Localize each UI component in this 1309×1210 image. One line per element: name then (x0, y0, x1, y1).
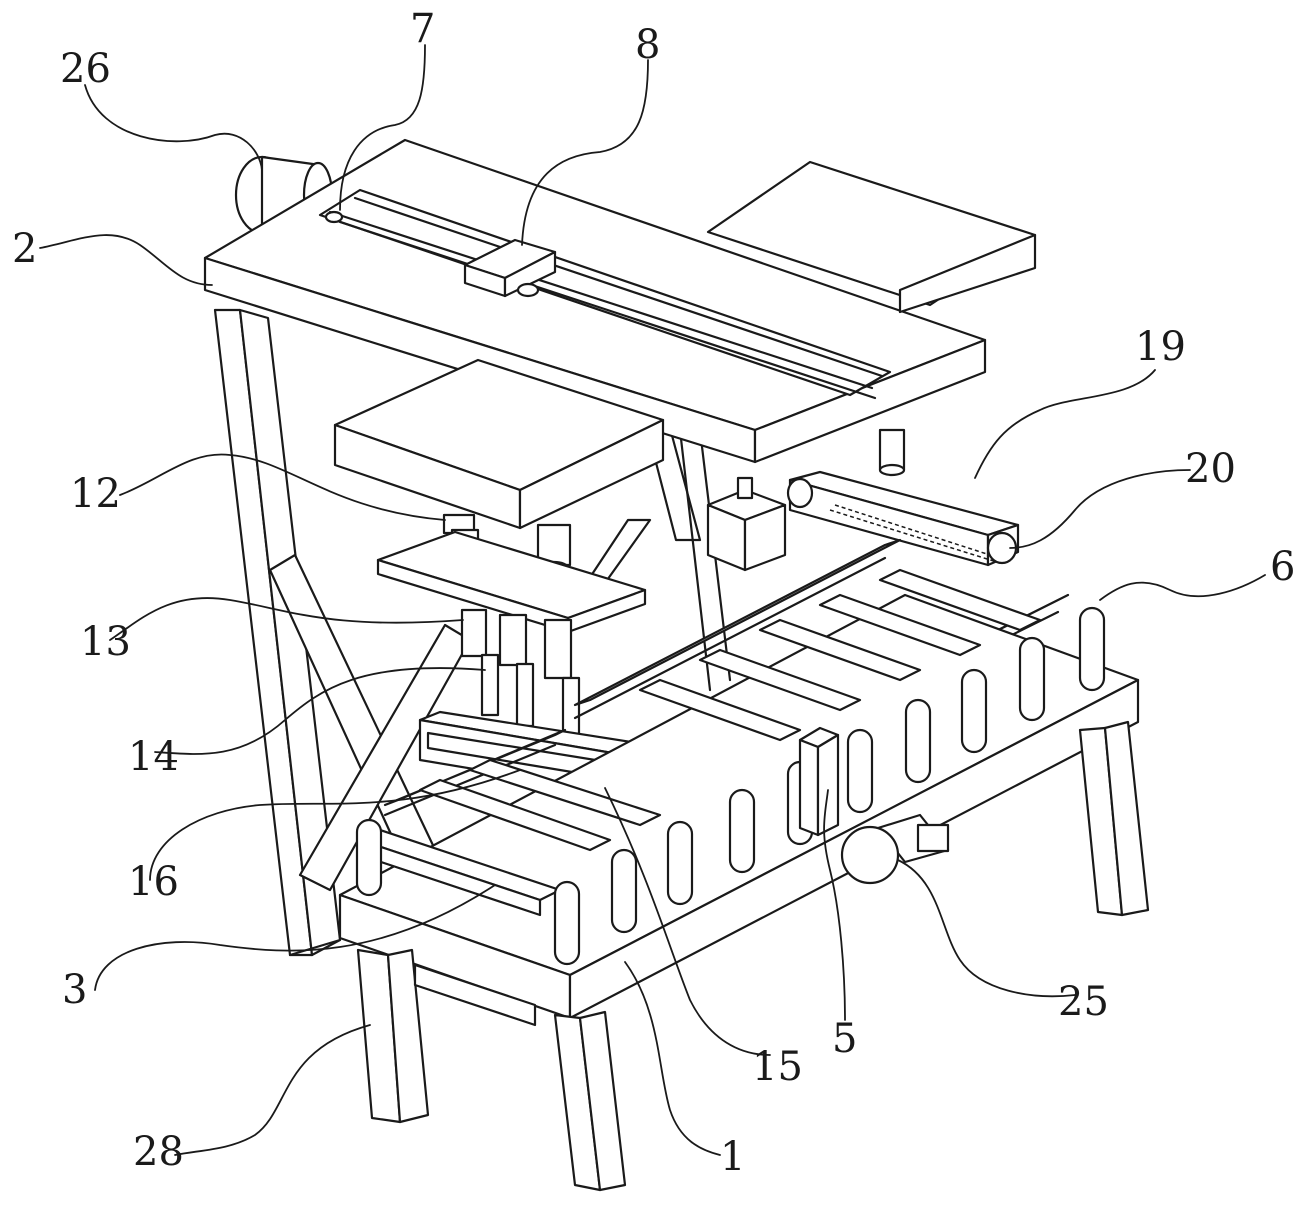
callout-25: 25 (1058, 979, 1109, 1025)
callout-3: 3 (62, 967, 87, 1013)
callout-28: 28 (133, 1129, 184, 1175)
callout-15: 15 (752, 1044, 803, 1090)
callout-26: 26 (60, 46, 111, 92)
conveyor-table (338, 568, 1140, 1020)
callout-20: 20 (1185, 446, 1236, 492)
callout-2: 2 (12, 226, 37, 272)
callout-12: 12 (70, 471, 121, 517)
callout-16: 16 (128, 859, 179, 905)
callout-6: 6 (1270, 544, 1295, 590)
callout-19: 19 (1135, 324, 1186, 370)
callout-8: 8 (635, 22, 660, 68)
legs (356, 720, 1150, 1192)
callout-labels: 26 7 8 2 19 20 12 6 13 14 16 3 25 5 15 2… (12, 6, 1295, 1180)
leader-lines (39, 44, 1266, 1156)
belt-assembly (786, 470, 1020, 567)
callout-5: 5 (832, 1016, 857, 1062)
callout-7: 7 (410, 6, 435, 52)
callout-1: 1 (720, 1134, 745, 1180)
callout-13: 13 (80, 619, 131, 665)
callout-14: 14 (128, 734, 179, 780)
